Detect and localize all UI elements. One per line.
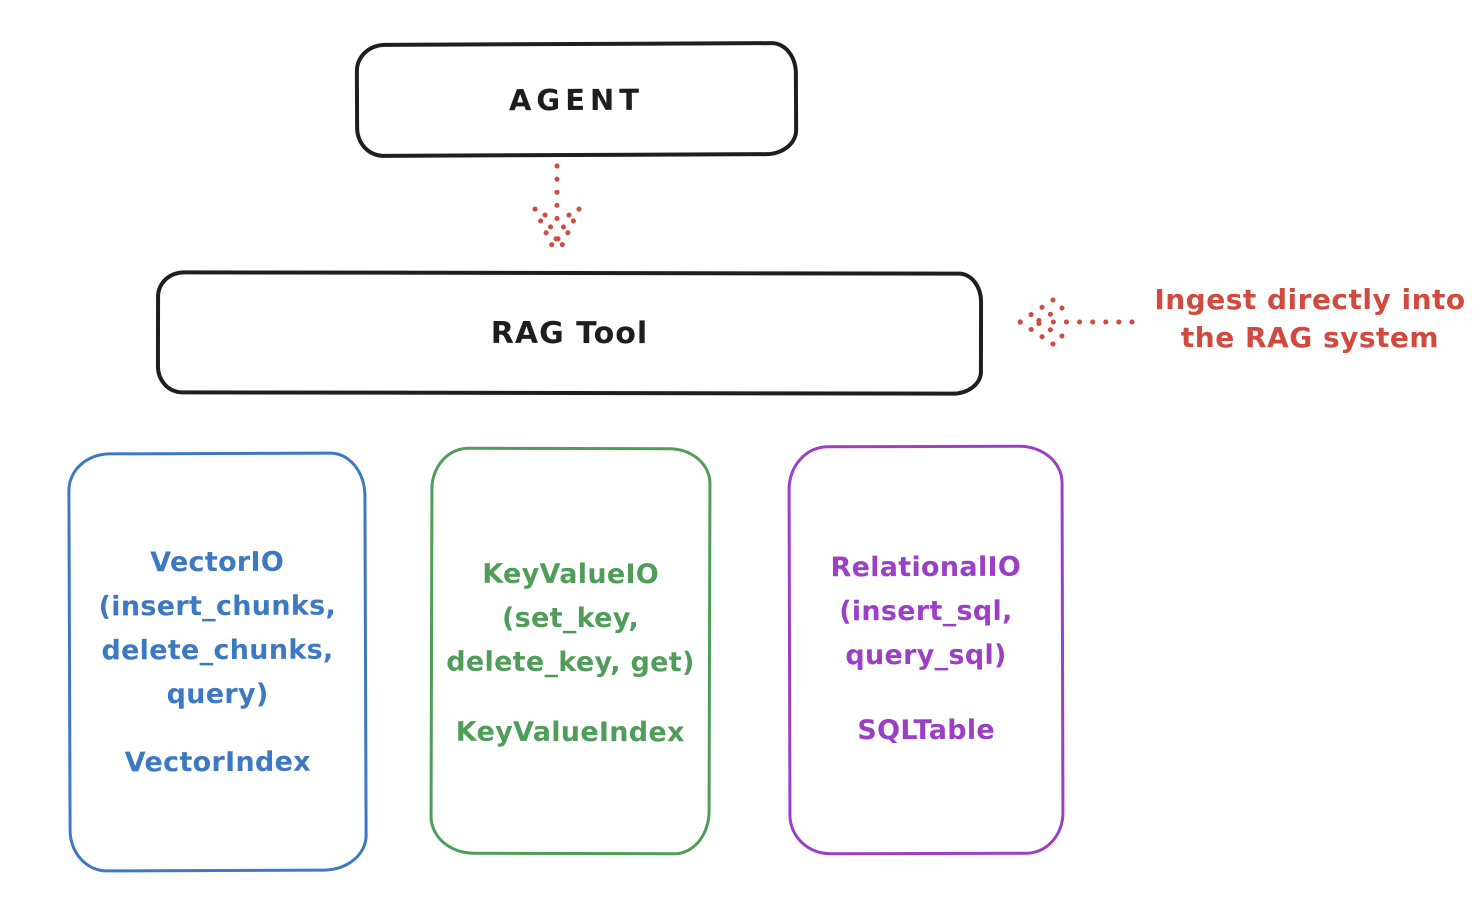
- keyvalue-index-label: KeyValueIndex: [455, 716, 685, 749]
- vector-index-label: VectorIndex: [124, 746, 311, 779]
- relational-io-line: RelationalIO: [830, 551, 1022, 584]
- rag-tool-label: RAG Tool: [490, 315, 649, 351]
- relational-io-line: (insert_sql,: [839, 595, 1013, 628]
- vector-io-line: VectorIO: [150, 546, 285, 579]
- keyvalue-io-methods: KeyValueIO (set_key, delete_key, get): [446, 553, 695, 686]
- agent-to-ragtool-dotted-arrow-icon: [532, 163, 582, 259]
- relational-io-box: RelationalIO (insert_sql, query_sql) SQL…: [787, 444, 1065, 856]
- vector-io-line: (insert_chunks,: [98, 590, 337, 623]
- keyvalue-io-box: KeyValueIO (set_key, delete_key, get) Ke…: [429, 446, 712, 856]
- agent-label: AGENT: [508, 82, 645, 117]
- ingest-annotation-line2: the RAG system: [1180, 321, 1440, 354]
- vector-io-line: delete_chunks,: [101, 634, 334, 667]
- keyvalue-io-line: KeyValueIO: [482, 558, 660, 591]
- agent-box: AGENT: [354, 41, 799, 158]
- vector-io-box: VectorIO (insert_chunks, delete_chunks, …: [67, 451, 368, 873]
- rag-tool-box: RAG Tool: [155, 270, 984, 396]
- sql-table-label: SQLTable: [857, 714, 996, 747]
- vector-io-line: query): [166, 678, 269, 711]
- relational-io-line: query_sql): [845, 639, 1007, 672]
- relational-io-methods: RelationalIO (insert_sql, query_sql): [830, 546, 1021, 678]
- keyvalue-io-line: delete_key, get): [446, 646, 695, 679]
- vector-io-methods: VectorIO (insert_chunks, delete_chunks, …: [98, 541, 336, 718]
- ingest-annotation-line1: Ingest directly into: [1154, 283, 1466, 316]
- ingest-annotation: Ingest directly into the RAG system: [1136, 281, 1484, 357]
- ingest-dotted-arrow-icon: [1017, 297, 1135, 347]
- keyvalue-io-line: (set_key,: [501, 602, 640, 635]
